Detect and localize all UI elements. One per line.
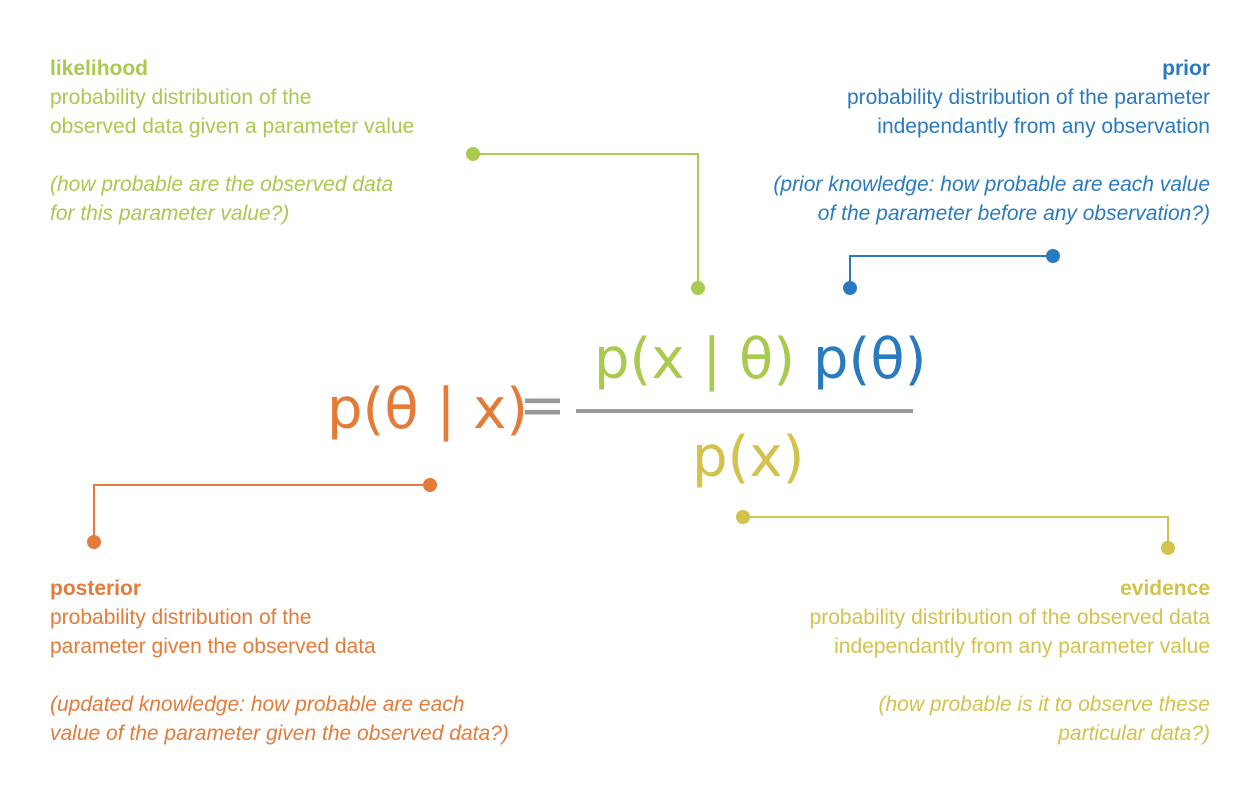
posterior-connector	[87, 478, 437, 549]
prior-connector	[843, 249, 1060, 295]
posterior-connector-dot-end	[87, 535, 101, 549]
evidence-connector-dot-end	[1161, 541, 1175, 555]
posterior-term: p(θ | x)	[327, 377, 529, 442]
prior-annotation: prior probability distribution of the pa…	[650, 54, 1210, 228]
numerator: p(x | θ) p(θ)	[594, 330, 926, 390]
prior-term: p(θ)	[812, 327, 927, 392]
posterior-connector-dot-start	[423, 478, 437, 492]
likelihood-connector-dot-end	[691, 281, 705, 295]
evidence-annotation: evidence probability distribution of the…	[650, 574, 1210, 748]
prior-connector-dot-start	[1046, 249, 1060, 263]
evidence-connector-line	[743, 516, 1169, 548]
likelihood-term: p(x | θ)	[594, 327, 796, 392]
posterior-annotation: posterior probability distribution of th…	[50, 574, 610, 748]
posterior-connector-line	[93, 484, 430, 542]
evidence-connector	[736, 510, 1175, 555]
posterior-title: posterior	[50, 577, 142, 600]
likelihood-annotation: likelihood probability distribution of t…	[50, 54, 530, 228]
likelihood-note: (how probable are the observed data for …	[50, 173, 394, 225]
evidence-description: probability distribution of the observed…	[809, 606, 1210, 658]
equals-sign: =	[519, 373, 566, 438]
likelihood-title: likelihood	[50, 57, 149, 80]
evidence-note: (how probable is it to observe these par…	[878, 693, 1210, 745]
prior-connector-dot-end	[843, 281, 857, 295]
likelihood-description: probability distribution of the observed…	[50, 86, 415, 138]
prior-title: prior	[1162, 57, 1210, 80]
evidence-title: evidence	[1120, 577, 1210, 600]
prior-description: probability distribution of the paramete…	[846, 86, 1210, 138]
likelihood-connector-line	[473, 153, 699, 288]
likelihood-connector-dot-start	[466, 147, 480, 161]
posterior-description: probability distribution of the paramete…	[50, 606, 376, 658]
evidence-term: p(x)	[692, 425, 805, 490]
evidence-connector-dot-start	[736, 510, 750, 524]
posterior-note: (updated knowledge: how probable are eac…	[50, 693, 509, 745]
prior-connector-line	[849, 255, 1053, 288]
prior-note: (prior knowledge: how probable are each …	[773, 173, 1210, 225]
likelihood-connector	[466, 147, 705, 295]
